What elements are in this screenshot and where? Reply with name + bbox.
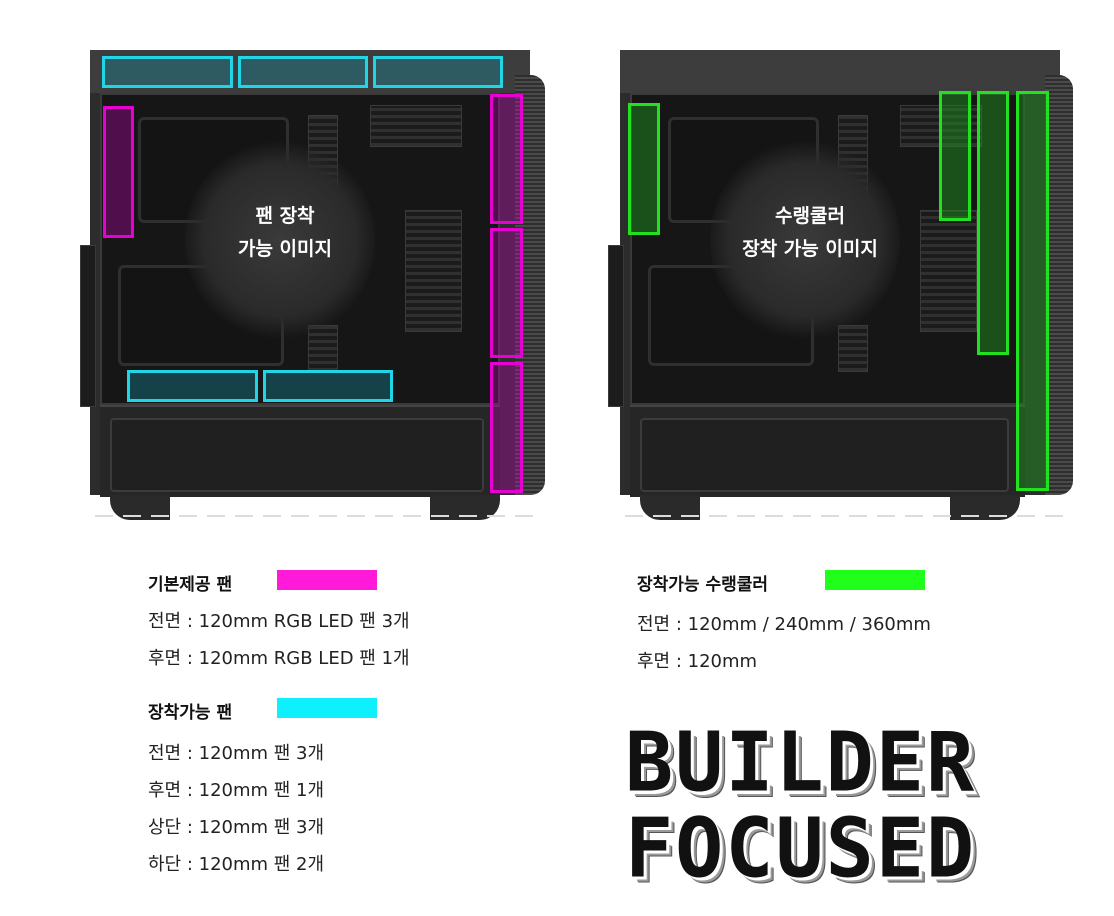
front-fan-3 (490, 362, 523, 493)
opt-fan-line-1: 전면 : 120mm 팬 3개 (148, 743, 325, 764)
opt-fan-line-2: 후면 : 120mm 팬 1개 (148, 780, 325, 801)
opt-fan-heading: 장착가능 팬 (148, 703, 233, 723)
right-case-label: 수랭쿨러 장착 가능 이미지 (695, 200, 925, 266)
cooler-line-1: 전면 : 120mm / 240mm / 360mm (637, 614, 931, 635)
std-fan-line-2: 후면 : 120mm RGB LED 팬 1개 (148, 648, 410, 669)
top-fan-slot-1 (102, 56, 233, 88)
logo-line-1: BUILDER (625, 715, 977, 811)
bottom-fan-slot-1 (127, 370, 258, 402)
front-radiator-240 (977, 91, 1009, 355)
cooler-line-2: 후면 : 120mm (637, 651, 758, 672)
builder-focused-logo: BUILDER FOCUSED (625, 720, 976, 891)
std-fan-heading: 기본제공 팬 (148, 575, 233, 595)
left-case-label-line2: 가능 이미지 (237, 238, 332, 260)
right-case-label-line2: 장착 가능 이미지 (742, 238, 878, 260)
logo-line-2: FOCUSED (625, 800, 977, 896)
std-fan-line-1: 전면 : 120mm RGB LED 팬 3개 (148, 611, 410, 632)
front-radiator-120 (939, 91, 971, 221)
opt-fan-line-3: 상단 : 120mm 팬 3개 (148, 817, 325, 838)
front-fan-1 (490, 94, 523, 224)
front-radiator-360 (1016, 91, 1049, 491)
right-case-label-line1: 수랭쿨러 (775, 205, 845, 227)
cooler-heading: 장착가능 수랭쿨러 (637, 575, 769, 595)
opt-fan-line-4: 하단 : 120mm 팬 2개 (148, 854, 325, 875)
rear-fan (103, 106, 134, 238)
top-fan-slot-3 (373, 56, 503, 88)
std-fan-swatch (277, 570, 377, 590)
cooler-swatch (825, 570, 925, 590)
front-fan-2 (490, 228, 523, 358)
left-case-image: 팬 장착 가능 이미지 (80, 45, 550, 535)
bottom-fan-slot-2 (263, 370, 393, 402)
opt-fan-swatch (277, 698, 377, 718)
left-case-label-line1: 팬 장착 (255, 205, 315, 227)
top-fan-slot-2 (238, 56, 368, 88)
left-case-label: 팬 장착 가능 이미지 (185, 200, 385, 266)
rear-radiator-120 (628, 103, 660, 235)
right-case-image: 수랭쿨러 장착 가능 이미지 (605, 45, 1075, 535)
